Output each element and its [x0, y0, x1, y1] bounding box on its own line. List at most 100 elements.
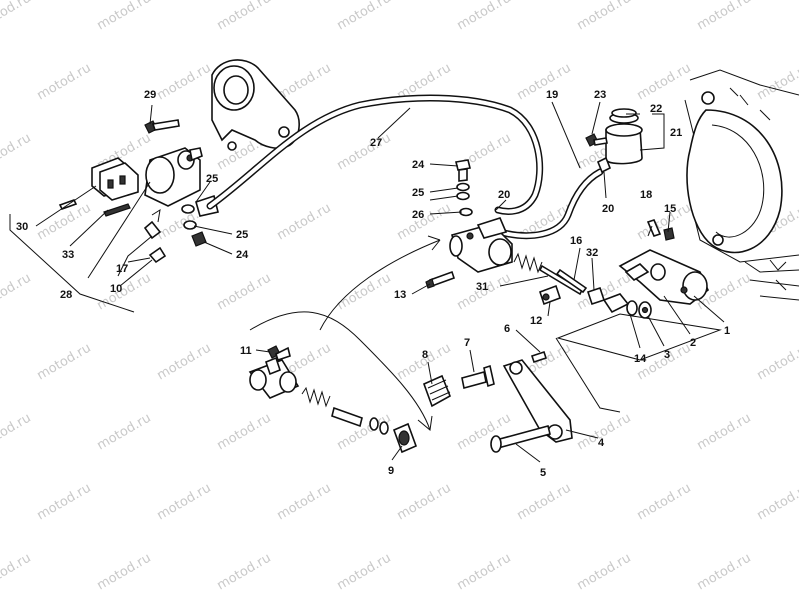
slave-caliper: [144, 147, 203, 207]
brake-pads: [91, 157, 139, 201]
callout-25b: 25: [236, 229, 248, 241]
watermark-text: motod.ru: [215, 551, 274, 594]
mount-bolt: [425, 270, 456, 289]
banjo-bolt-upper: [455, 159, 473, 217]
callout-10: 10: [110, 283, 122, 295]
watermark-text: motod.ru: [35, 481, 94, 524]
callout-16: 16: [570, 235, 582, 247]
callout-7: 7: [464, 337, 470, 349]
pivot-lever: [618, 249, 709, 305]
pivot-bolt: [461, 364, 495, 389]
callout-13: 13: [394, 289, 406, 301]
watermark-text: motod.ru: [515, 61, 574, 104]
watermark-text: motod.ru: [395, 341, 454, 384]
detail-arc: [249, 235, 441, 431]
callout-28: 28: [60, 289, 72, 301]
master-cylinder: [449, 217, 513, 273]
callout-23: 23: [594, 89, 606, 101]
callout-14: 14: [634, 353, 647, 365]
callout-33: 33: [62, 249, 74, 261]
watermark-text: motod.ru: [695, 411, 754, 454]
watermark-text: motod.ru: [515, 481, 574, 524]
callout-1: 1: [724, 325, 730, 337]
watermark-text: motod.ru: [95, 271, 154, 314]
clevis-pin: [538, 284, 562, 306]
callout-30: 30: [16, 221, 28, 233]
callout-19: 19: [546, 89, 558, 101]
callout-20a: 20: [498, 189, 510, 201]
callout-8: 8: [422, 349, 428, 361]
callout-24b: 24: [412, 159, 425, 171]
watermark-text: motod.ru: [755, 341, 799, 384]
piston-spring: [513, 252, 584, 296]
callout-17: 17: [116, 263, 128, 275]
callout-24a: 24: [236, 249, 249, 261]
callout-labels: 29 27 25 25 24 30 33 17 10 28 24 25 26 2…: [16, 89, 730, 479]
callout-31: 31: [476, 281, 488, 293]
callout-32: 32: [586, 247, 598, 259]
watermark-text: motod.ru: [395, 201, 454, 244]
watermark-text: motod.ru: [215, 0, 274, 33]
callout-21: 21: [670, 127, 682, 139]
reservoir-screw: [585, 133, 608, 147]
watermark-text: motod.ru: [335, 0, 394, 33]
callout-18: 18: [640, 189, 652, 201]
watermark-text: motod.ru: [635, 61, 694, 104]
watermark-text: motod.ru: [335, 271, 394, 314]
callout-15: 15: [664, 203, 676, 215]
clutch-hose: [206, 94, 544, 215]
watermark-text: motod.ru: [335, 131, 394, 174]
watermark-text: motod.ru: [695, 0, 754, 33]
callout-9: 9: [388, 465, 394, 477]
callout-20b: 20: [602, 203, 614, 215]
callout-27: 27: [370, 137, 382, 149]
callout-29: 29: [144, 89, 156, 101]
watermark-text: motod.ru: [395, 481, 454, 524]
watermark-text: motod.ru: [755, 61, 799, 104]
watermark-text: motod.ru: [455, 0, 514, 33]
leader-lines: [9, 101, 725, 463]
watermark-text: motod.ru: [0, 271, 34, 314]
reservoir-hose: [496, 168, 604, 240]
watermark-text: motod.ru: [635, 481, 694, 524]
watermark-text: motod.ru: [155, 61, 214, 104]
watermark-text: motod.ru: [575, 0, 634, 33]
watermark-text: motod.ru: [35, 61, 94, 104]
slave-cylinder-detail: [248, 345, 300, 399]
detail-spring-piston: [301, 386, 418, 454]
pedal-bolt: [490, 425, 551, 453]
small-pins: [646, 219, 675, 241]
watermark-text: motod.ru: [0, 551, 34, 594]
watermark-text: motod.ru: [455, 551, 514, 594]
watermark-text: motod.ru: [95, 0, 154, 33]
callout-25c: 25: [412, 187, 424, 199]
watermark-text: motod.ru: [455, 411, 514, 454]
watermark-text: motod.ru: [215, 411, 274, 454]
callout-11: 11: [240, 345, 252, 357]
callout-12: 12: [530, 315, 542, 327]
push-rod: [555, 268, 588, 294]
watermark-text: motod.ru: [275, 481, 334, 524]
watermark-text: motod.ru: [155, 341, 214, 384]
watermark-text: motod.ru: [695, 551, 754, 594]
watermark-text: motod.ru: [95, 551, 154, 594]
watermark-text: motod.ru: [0, 131, 34, 174]
engine-case: [684, 69, 799, 301]
callout-25a: 25: [206, 173, 218, 185]
callout-6: 6: [504, 323, 510, 335]
watermark-text: motod.ru: [575, 551, 634, 594]
callout-22: 22: [650, 103, 662, 115]
watermark-text: motod.ru: [155, 481, 214, 524]
watermark-text: motod.ru: [95, 411, 154, 454]
callout-4: 4: [598, 437, 605, 449]
callout-5: 5: [540, 467, 546, 479]
bleed-valve: [143, 208, 167, 264]
watermark-text: motod.ru: [0, 0, 34, 33]
lock-nut: [586, 286, 606, 306]
pivot-washers: [602, 293, 652, 319]
watermark-text: motod.ru: [275, 201, 334, 244]
watermark-text: motod.ru: [215, 271, 274, 314]
fluid-reservoir: [596, 108, 643, 174]
